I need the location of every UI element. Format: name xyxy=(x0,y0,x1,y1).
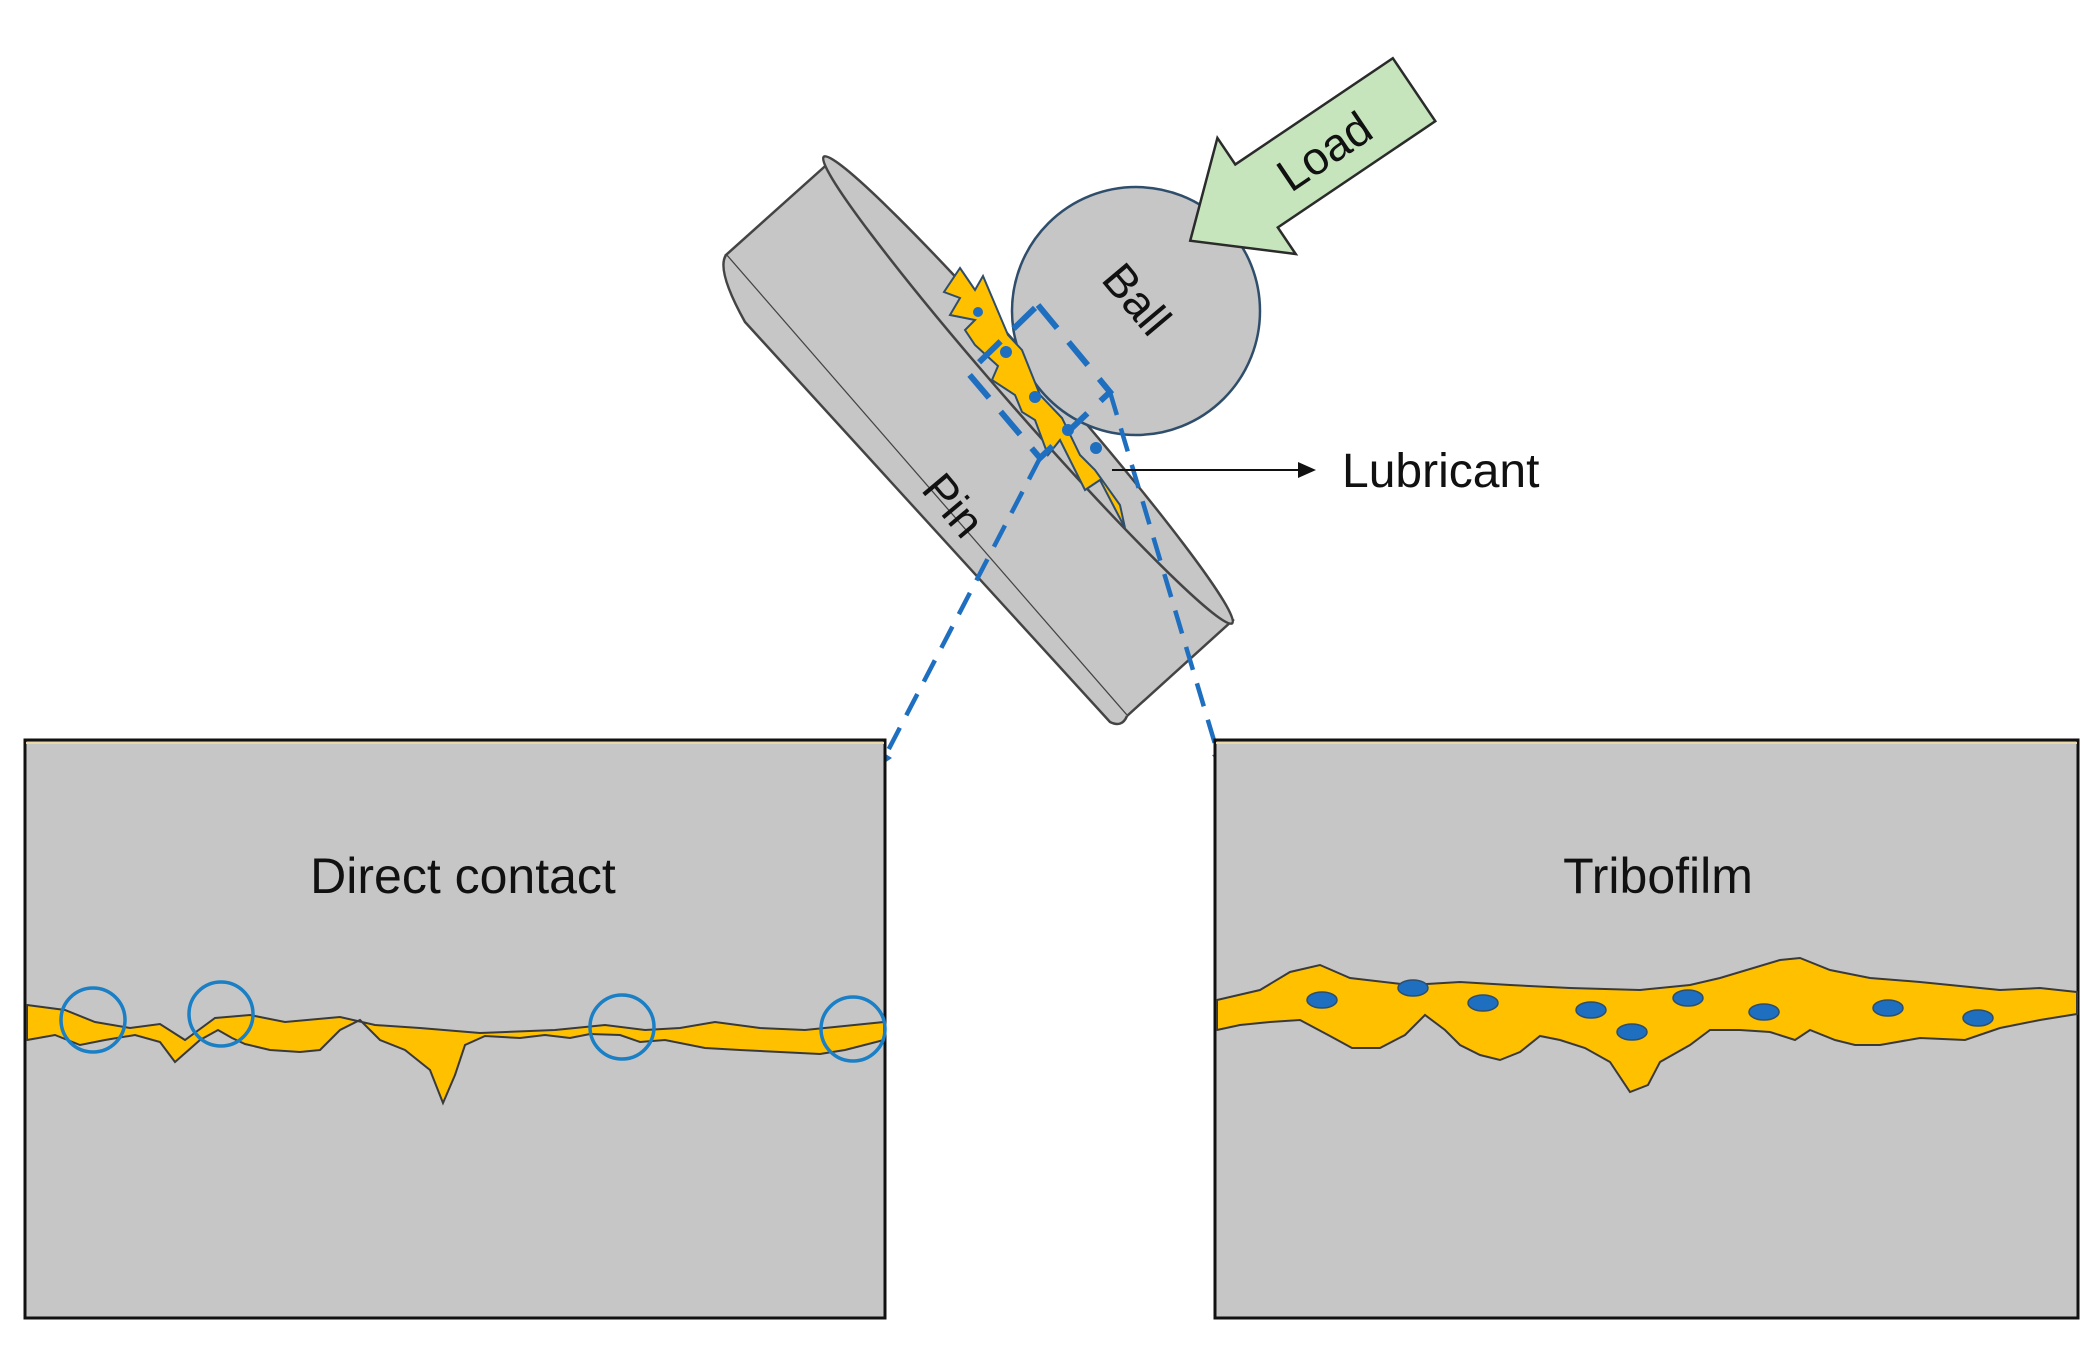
asperity-contact-circle xyxy=(819,995,887,1063)
additive-particle xyxy=(1397,979,1429,997)
zoom-leader-lines xyxy=(879,391,1224,766)
lubricant-label: Lubricant xyxy=(1342,445,1539,498)
asperity-contact-circle xyxy=(59,986,127,1054)
ball: Ball xyxy=(1010,185,1262,437)
direct-contact-panel: Direct contact xyxy=(23,738,887,1320)
asperity-contact-circle xyxy=(187,980,255,1048)
additive-particle xyxy=(1575,1001,1607,1019)
additive-particle xyxy=(1306,991,1338,1009)
additive-particle xyxy=(1616,1023,1648,1041)
additive-particle xyxy=(1672,989,1704,1007)
additive-particle xyxy=(1872,999,1904,1017)
additive-particle xyxy=(1467,994,1499,1012)
tribofilm-panel: Tribofilm xyxy=(1213,738,2080,1320)
direct-contact-lubricant xyxy=(26,1003,885,1106)
tribofilm-title: Tribofilm xyxy=(1563,848,1753,904)
direct-contact-title: Direct contact xyxy=(310,848,616,904)
lubricant-callout: Lubricant xyxy=(1112,445,1539,498)
tribofilm-layer xyxy=(1216,956,2078,1094)
asperity-contact-circle xyxy=(588,993,656,1061)
additive-particle xyxy=(1748,1003,1780,1021)
additive-particle xyxy=(1962,1009,1994,1027)
